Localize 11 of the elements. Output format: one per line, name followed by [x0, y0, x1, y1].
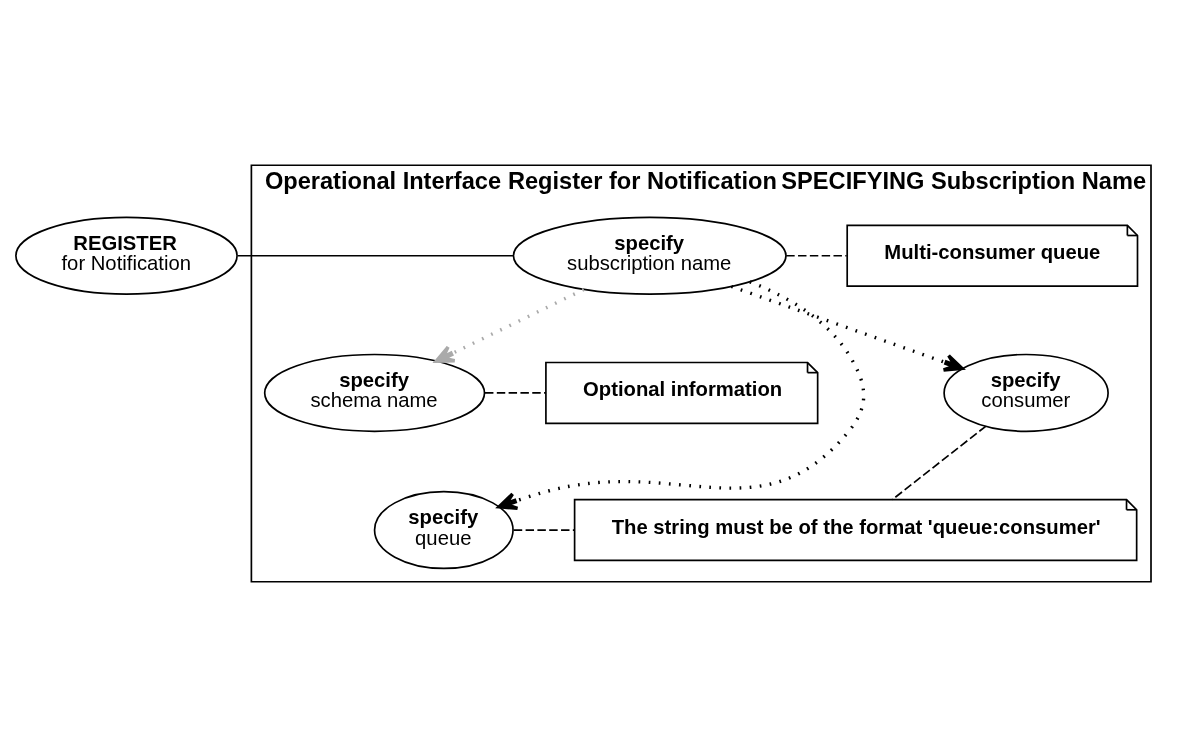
node-ellipse: specify subscription name [512, 216, 787, 295]
connector [785, 254, 848, 257]
connector [237, 254, 514, 257]
node-ellipse: specify schema name [263, 353, 486, 433]
connector [512, 529, 576, 531]
arrow [434, 288, 585, 363]
connector [891, 425, 987, 501]
node-ellipse: REGISTER for Notification [15, 216, 238, 295]
node-ellipse: specify queue [373, 490, 514, 570]
arrow [497, 280, 866, 511]
connector [484, 392, 547, 394]
